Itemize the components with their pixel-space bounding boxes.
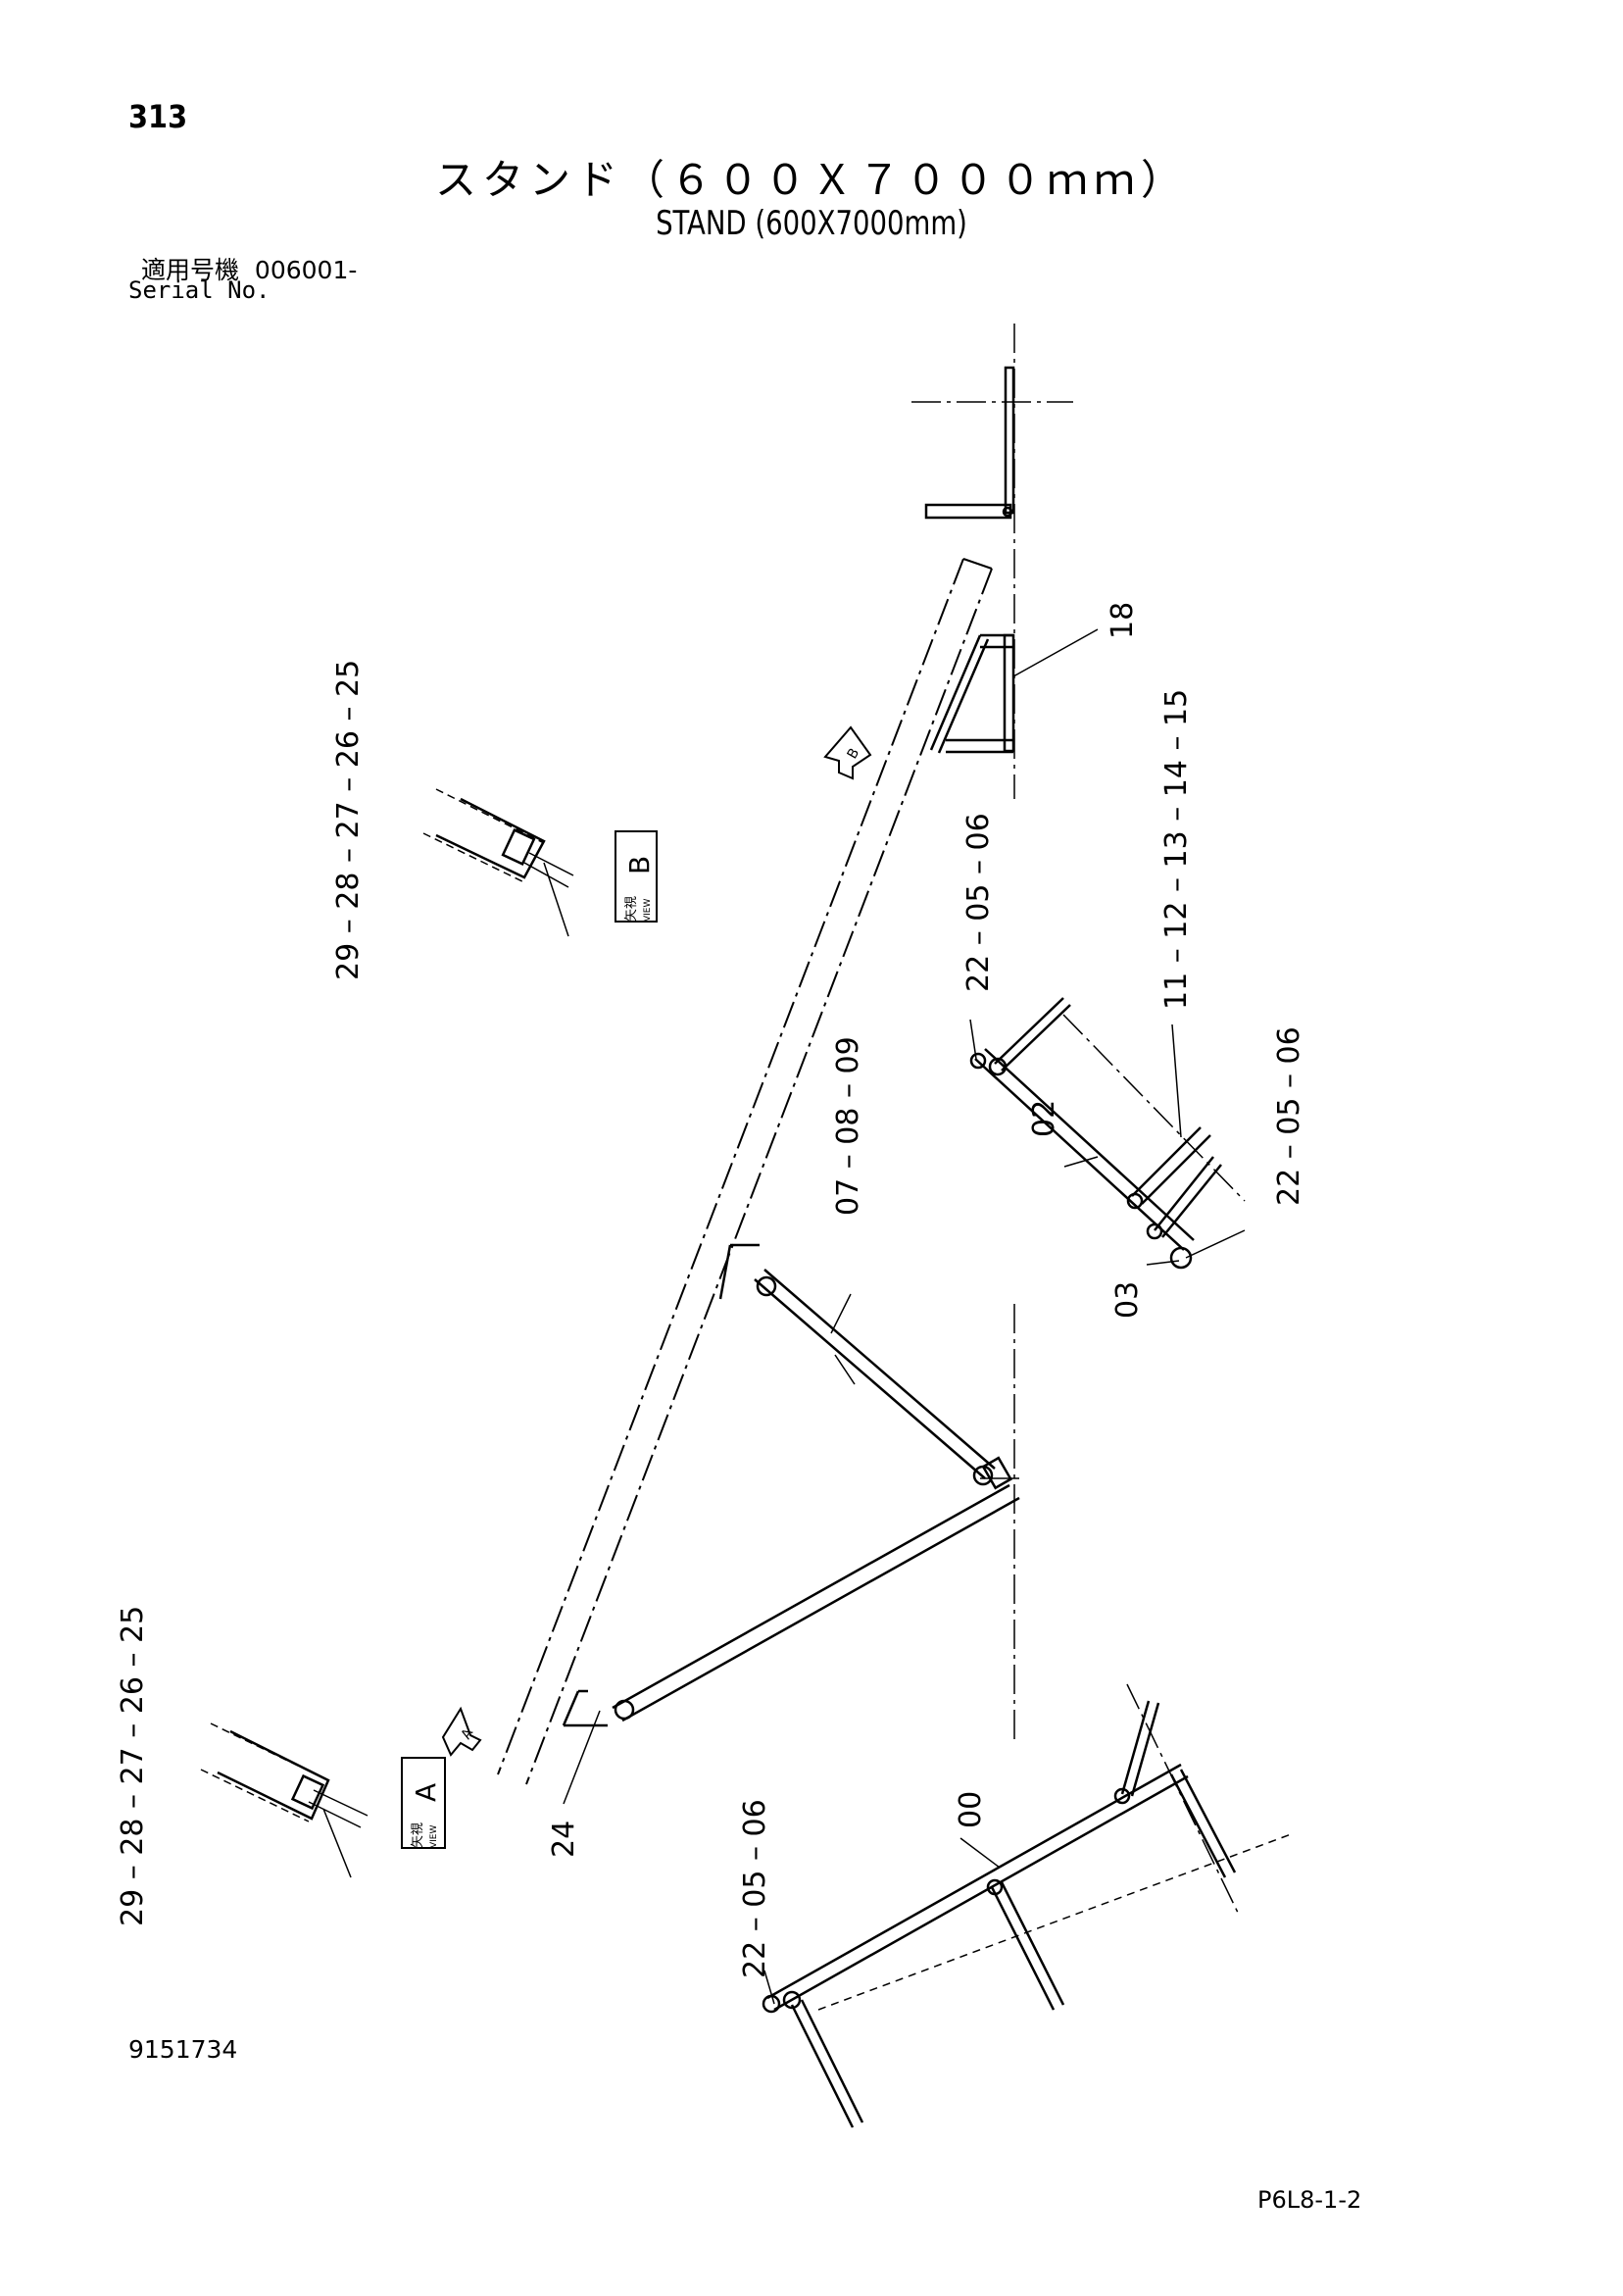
main-strut (562, 1477, 1020, 1805)
brace-07-assembly (718, 1243, 1013, 1490)
view-b-letter: B (623, 856, 656, 874)
serial-label-japanese: 適用号機 006001- (141, 251, 357, 286)
frame-00-assembly (762, 1683, 1295, 2128)
frame-02-assembly (969, 997, 1246, 1270)
callout-02: 02 (1027, 1100, 1061, 1137)
view-a-letter: A (410, 1783, 442, 1802)
view-a-label-en: VIEW (429, 1825, 439, 1848)
page-number: 313 (128, 98, 188, 135)
serial-label-ja-text: 適用号機 (141, 256, 240, 284)
callout-07-08-09: 07 – 08 – 09 (831, 1036, 865, 1216)
callout-00: 00 (954, 1791, 988, 1828)
title-english: STAND (600X7000mm) (656, 204, 967, 243)
view-b-label-ja: 矢視 (624, 896, 639, 922)
view-a-arrow (441, 1706, 482, 1757)
callout-29-to-25-view-a: 29 – 28 – 27 – 26 – 25 (116, 1606, 150, 1926)
callout-24: 24 (547, 1821, 581, 1858)
main-rail (497, 558, 993, 1785)
callout-22-05-06-top: 22 – 05 – 06 (961, 813, 996, 992)
callout-18: 18 (1106, 602, 1140, 639)
callout-03: 03 (1110, 1281, 1145, 1319)
view-a-detail (200, 1722, 369, 1878)
callout-11-to-15: 11 – 12 – 13 – 14 – 15 (1159, 689, 1194, 1010)
serial-value: 006001- (254, 256, 358, 284)
callout-29-to-25-view-b: 29 – 28 – 27 – 26 – 25 (331, 660, 366, 980)
bracket-18 (929, 628, 1099, 754)
title-japanese: スタンド（６００Ｘ７０００ｍｍ） (434, 156, 1188, 204)
arrow-b-letter: B (845, 746, 863, 762)
view-b-label-en: VIEW (643, 899, 653, 922)
view-a-label-ja: 矢視 (411, 1822, 425, 1848)
view-b-label-box (615, 830, 658, 923)
callout-22-05-06-right: 22 – 05 – 06 (1272, 1026, 1306, 1206)
view-b-arrow (823, 725, 872, 780)
document-number: 9151734 (128, 2035, 238, 2064)
reference-code: P6L8-1-2 (1257, 2186, 1362, 2214)
view-a-label-box (401, 1757, 446, 1849)
top-wall-detail (911, 324, 1073, 799)
callout-22-05-06-bottom: 22 – 05 – 06 (738, 1799, 772, 1978)
serial-label-english: Serial No. (128, 276, 270, 304)
view-b-detail (422, 788, 574, 937)
